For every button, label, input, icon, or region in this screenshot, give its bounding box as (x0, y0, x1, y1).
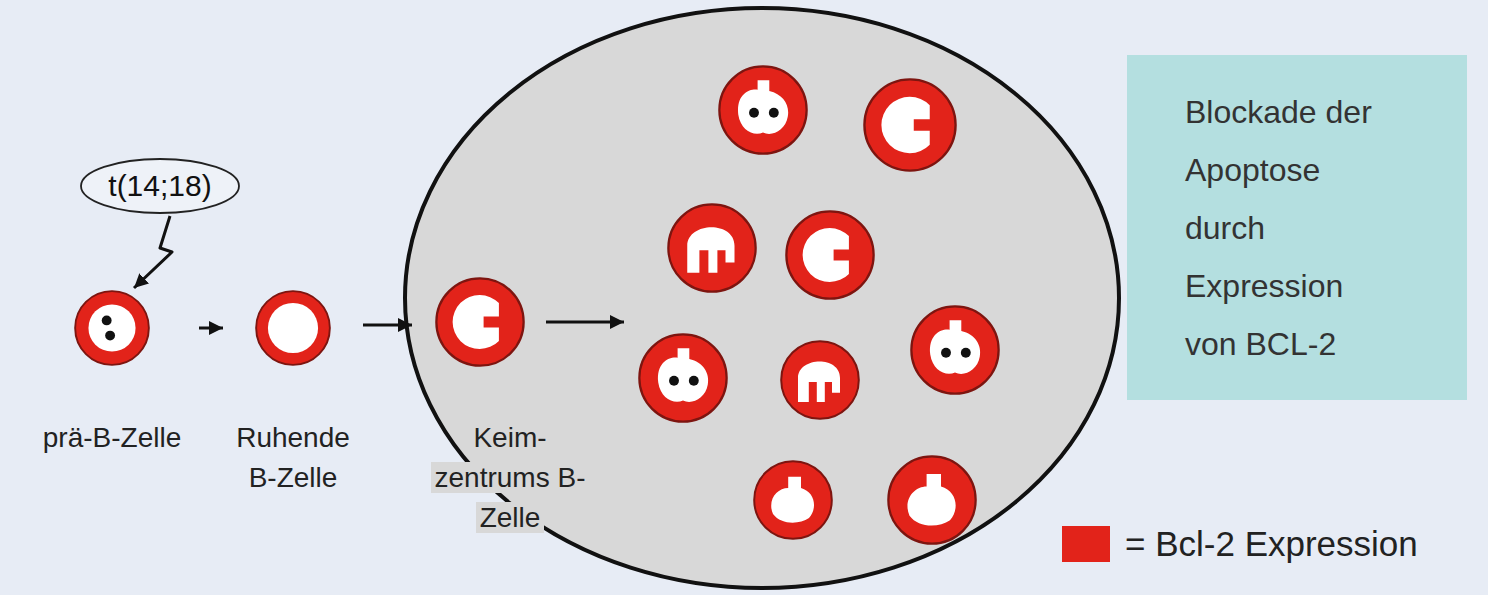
b-cell (864, 79, 955, 170)
process-arrow (199, 327, 223, 330)
legend-entry: = Bcl-2 Expression (1062, 524, 1418, 564)
process-arrow (363, 324, 412, 327)
germinal-center (405, 8, 1119, 588)
cell-outline (74, 290, 150, 366)
node-label: Ruhende B-Zelle (226, 418, 360, 498)
proliferation-arrow (546, 321, 624, 324)
legend-label: = Bcl-2 Expression (1125, 524, 1418, 564)
cell-outline (255, 290, 331, 366)
pre-b-cell: prä-B-Zelle (28, 290, 196, 458)
oval-shape (81, 159, 239, 213)
note-box: Blockade der Apoptose durch Expression v… (1127, 55, 1467, 400)
b-cell (668, 204, 755, 291)
germinal-center-b-cell: Keim- zentrums B- Zelle (415, 277, 605, 538)
node-label: prä-B-Zelle (28, 418, 196, 458)
translocation-callout: t(14;18) (80, 158, 240, 214)
b-cell (256, 291, 330, 365)
process-arrow (134, 216, 172, 288)
b-cell (888, 456, 975, 543)
b-cell (911, 306, 998, 393)
node-label: Blockade der Apoptose durch Expression v… (1185, 83, 1390, 373)
node-label: t(14;18) (108, 168, 211, 204)
b-cell (75, 291, 149, 365)
b-cell (436, 278, 523, 365)
resting-b-cell: Ruhende B-Zelle (226, 290, 360, 498)
legend-swatch (1062, 526, 1110, 562)
b-cell (754, 461, 832, 539)
b-cell (786, 211, 873, 298)
cell-outline (435, 277, 525, 367)
b-cell (639, 334, 726, 421)
legend: = Bcl-2 Expression (1062, 524, 1418, 564)
node-label: Keim- zentrums B- Zelle (431, 422, 590, 533)
b-cell (781, 341, 859, 419)
b-cell (719, 66, 806, 153)
